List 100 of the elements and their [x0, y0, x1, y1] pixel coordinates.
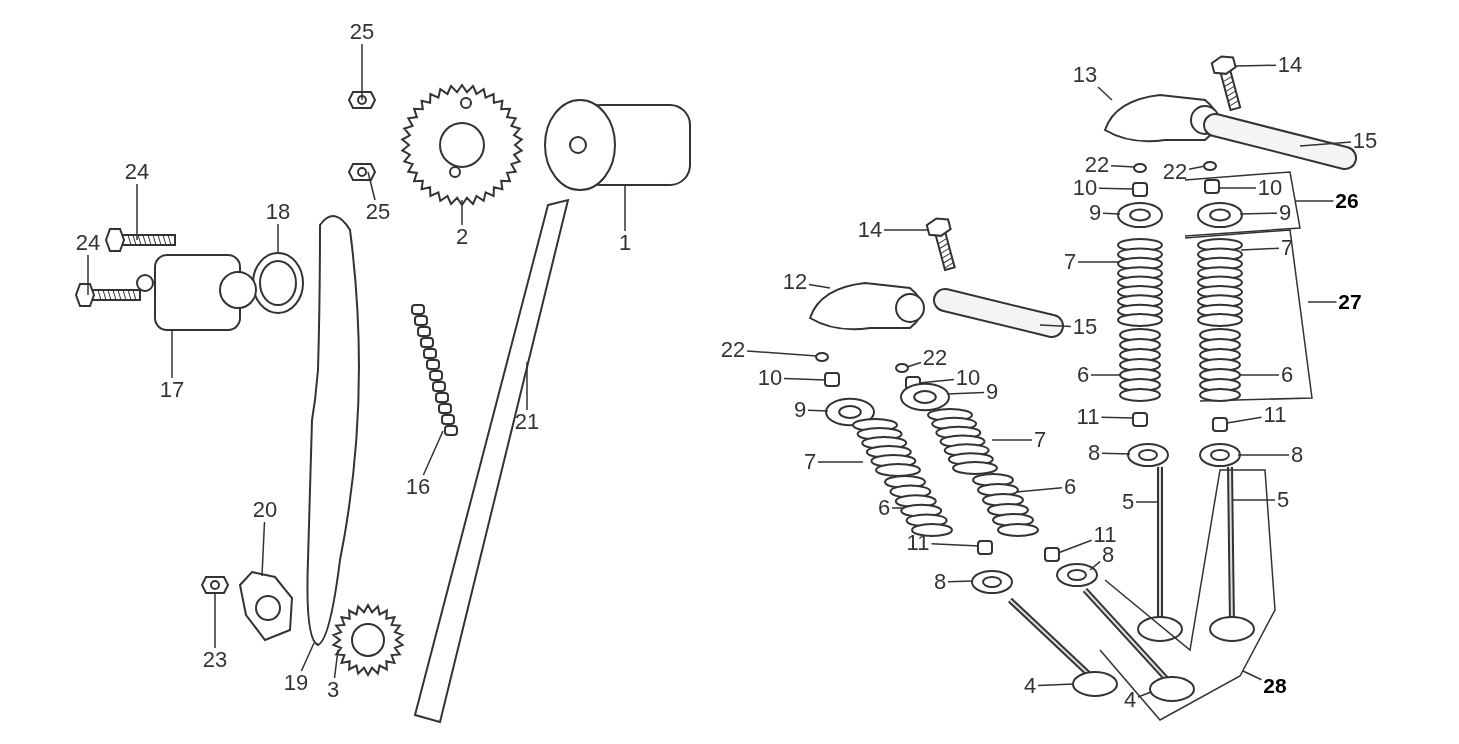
leader-line: [1217, 187, 1257, 189]
leader-line: [422, 430, 444, 476]
leader-line: [807, 409, 829, 412]
callout-number: 6: [1076, 364, 1090, 386]
callout-number: 16: [405, 476, 431, 498]
cap-drawing: [1044, 547, 1060, 562]
leader-line: [918, 378, 955, 384]
callout-number: 7: [1280, 237, 1294, 259]
callout-number: 28: [1263, 675, 1287, 697]
callout-number: 24: [75, 232, 101, 254]
rocker-arm-drawing: [809, 282, 925, 331]
callout-number: 7: [1033, 429, 1047, 451]
callout-number: 9: [985, 381, 999, 403]
callout-number: 25: [365, 201, 391, 223]
leader-line: [136, 183, 138, 241]
leader-line: [1295, 200, 1335, 202]
callout-number: 11: [1093, 524, 1117, 546]
callout-number: 6: [1063, 476, 1077, 498]
callout-number: 22: [720, 339, 746, 361]
callout-number: 22: [1162, 161, 1188, 183]
leader-line: [367, 171, 376, 201]
callout-number: 7: [1063, 251, 1077, 273]
callout-number: 22: [922, 347, 948, 369]
washer-drawing: [1127, 443, 1169, 467]
leader-line: [1226, 416, 1263, 424]
leader-line: [1089, 560, 1101, 571]
tensioner-drawing: [136, 254, 257, 331]
leader-line: [1137, 691, 1152, 698]
leader-line: [1100, 416, 1134, 419]
callout-number: 8: [1087, 442, 1101, 464]
leader-line: [300, 642, 315, 672]
callout-number: 25: [349, 21, 375, 43]
shaft-drawing: [933, 288, 1064, 338]
callout-number: 15: [1352, 130, 1378, 152]
leader-line: [214, 592, 216, 649]
cap-drawing: [1212, 417, 1228, 432]
bolt-drawing: [1210, 55, 1242, 112]
washer-drawing: [900, 382, 950, 412]
leader-line: [1110, 164, 1136, 168]
valve-drawing: [1007, 597, 1118, 697]
sprocket-drawing: [331, 602, 405, 678]
leader-line: [1097, 86, 1113, 101]
leader-line: [930, 542, 980, 547]
callout-number: 11: [1076, 406, 1100, 428]
bolt-drawing: [104, 228, 176, 252]
camshaft-drawing: [544, 99, 691, 191]
callout-number: 24: [124, 161, 150, 183]
leader-line: [1299, 141, 1352, 147]
nut: [347, 163, 377, 181]
washer-drawing: [1056, 563, 1098, 587]
leader-line: [277, 223, 279, 255]
bracket-line: [1184, 171, 1301, 237]
leader-line: [87, 254, 89, 296]
callout-number: 15: [1072, 316, 1098, 338]
callout-number: 8: [1290, 444, 1304, 466]
callout-number: 10: [1257, 177, 1283, 199]
leader-line: [624, 184, 626, 232]
nut: [347, 91, 377, 109]
leader-line: [1237, 454, 1290, 456]
callout-number: 9: [793, 399, 807, 421]
spring-drawing: [852, 418, 921, 477]
cap-drawing: [1132, 412, 1148, 427]
bolt-drawing: [925, 217, 956, 272]
rocker-arm-drawing: [1104, 94, 1220, 143]
callout-number: 5: [1276, 489, 1290, 511]
spring-drawing: [972, 473, 1039, 537]
cap-drawing: [1132, 182, 1148, 197]
leader-line: [883, 229, 930, 231]
callout-number: 10: [757, 367, 783, 389]
cap-drawing: [824, 372, 840, 387]
leader-line: [1135, 501, 1159, 503]
clip-drawing: [895, 363, 909, 373]
leader-line: [1077, 261, 1120, 263]
callout-number: 6: [1280, 364, 1294, 386]
leader-line: [1242, 670, 1263, 681]
callout-number: 8: [1101, 544, 1115, 566]
clip-drawing: [815, 352, 829, 362]
clip-drawing: [1133, 163, 1147, 173]
callout-number: 18: [265, 201, 291, 223]
washer-drawing: [1117, 201, 1163, 229]
callout-number: 1: [618, 232, 632, 254]
leader-line: [1102, 212, 1121, 215]
chain-guide-drawing: [306, 215, 360, 646]
leader-line: [946, 391, 985, 395]
bracket-plate-drawing: [238, 570, 294, 642]
leader-line: [891, 507, 903, 509]
leader-line: [1039, 324, 1072, 328]
cap-drawing: [977, 540, 993, 555]
callout-number: 4: [1023, 675, 1037, 697]
spring-drawing: [927, 408, 998, 475]
leader-line: [1101, 452, 1131, 455]
leader-line: [1238, 374, 1280, 376]
bolt-drawing: [74, 283, 141, 307]
leader-line: [1015, 486, 1063, 493]
leader-line: [906, 361, 922, 368]
callout-number: 14: [1277, 54, 1303, 76]
callout-number: 7: [803, 451, 817, 473]
spring-drawing: [1117, 238, 1163, 327]
leader-line: [817, 461, 864, 463]
leader-line: [1090, 374, 1122, 376]
